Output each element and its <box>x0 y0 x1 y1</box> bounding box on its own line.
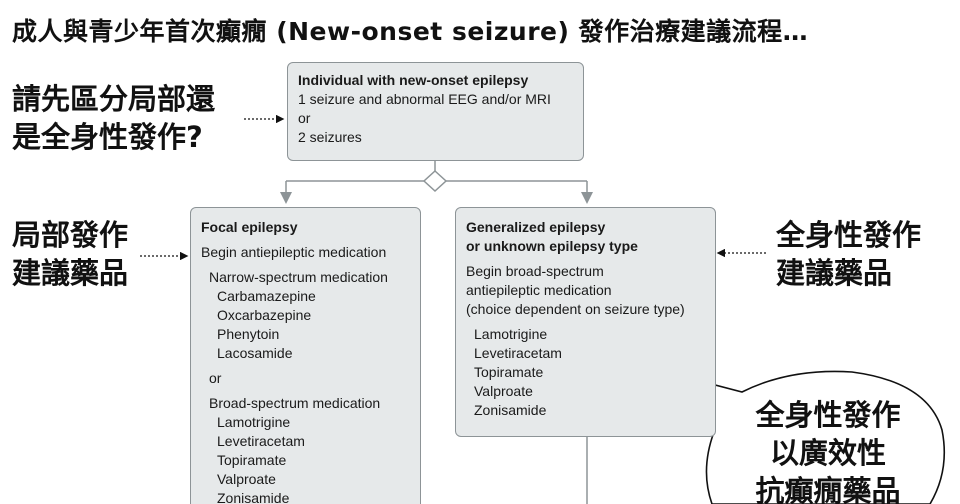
generalized-heading: Generalized epilepsy <box>466 219 606 235</box>
generalized-note-line: 全身性發作 <box>776 218 922 252</box>
generalized-drug: Topiramate <box>474 364 544 380</box>
generalized-begin: Begin broad-spectrum <box>466 263 604 279</box>
broad-drug: Lamotrigine <box>217 414 291 430</box>
focal-begin: Begin antiepileptic medication <box>201 244 387 260</box>
distinguish-note-line: 是全身性發作? <box>12 120 203 154</box>
new-onset-line: or <box>298 110 311 126</box>
narrow-spectrum-label: Narrow-spectrum medication <box>209 269 388 285</box>
generalized-heading: or unknown epilepsy type <box>466 238 638 254</box>
broad-drug: Valproate <box>217 471 276 487</box>
distinguish-note: 請先區分局部還 是全身性發作? <box>12 80 215 156</box>
bubble-note-line: 抗癲癇藥品 <box>755 474 901 504</box>
narrow-drug: Oxcarbazepine <box>217 307 312 323</box>
distinguish-note-line: 請先區分局部還 <box>12 82 216 116</box>
narrow-drug: Phenytoin <box>217 326 280 342</box>
new-onset-line: 1 seizure and abnormal EEG and/or MRI <box>298 91 551 107</box>
bubble-note: 全身性發作 以廣效性 抗癲癇藥品 <box>718 396 938 504</box>
generalized-drug: Zonisamide <box>474 402 547 418</box>
new-onset-heading: Individual with new-onset epilepsy <box>298 72 529 88</box>
generalized-drug: Valproate <box>474 383 533 399</box>
broad-drug: Topiramate <box>217 452 287 468</box>
narrow-drug: Carbamazepine <box>217 288 316 304</box>
decision-diamond <box>422 169 448 193</box>
focal-note-line: 局部發作 <box>12 218 129 252</box>
new-onset-box: Individual with new-onset epilepsy 1 sei… <box>287 62 584 161</box>
generalized-epilepsy-box: Generalized epilepsy or unknown epilepsy… <box>455 207 716 437</box>
generalized-drug: Levetiracetam <box>474 345 562 361</box>
focal-heading: Focal epilepsy <box>201 219 298 235</box>
generalized-note: 全身性發作 建議藥品 <box>776 216 921 292</box>
speech-bubble <box>694 370 946 504</box>
generalized-begin: (choice dependent on seizure type) <box>466 301 685 317</box>
generalized-begin: antiepileptic medication <box>466 282 612 298</box>
focal-epilepsy-box: Focal epilepsy Begin antiepileptic medic… <box>190 207 421 504</box>
broad-spectrum-label: Broad-spectrum medication <box>209 395 381 411</box>
bubble-note-line: 全身性發作 <box>755 398 901 432</box>
focal-note: 局部發作 建議藥品 <box>12 216 128 292</box>
page-title: 成人與青少年首次癲癇 (New-onset seizure) 發作治療建議流程… <box>12 17 809 46</box>
narrow-drug: Lacosamide <box>217 345 293 361</box>
broad-drug: Zonisamide <box>217 490 290 504</box>
broad-drug: Levetiracetam <box>217 433 305 449</box>
generalized-note-line: 建議藥品 <box>776 256 893 290</box>
new-onset-line: 2 seizures <box>298 129 362 145</box>
focal-note-line: 建議藥品 <box>12 256 129 290</box>
bubble-note-line: 以廣效性 <box>769 436 886 470</box>
generalized-drug: Lamotrigine <box>474 326 548 342</box>
focal-or: or <box>209 370 222 386</box>
